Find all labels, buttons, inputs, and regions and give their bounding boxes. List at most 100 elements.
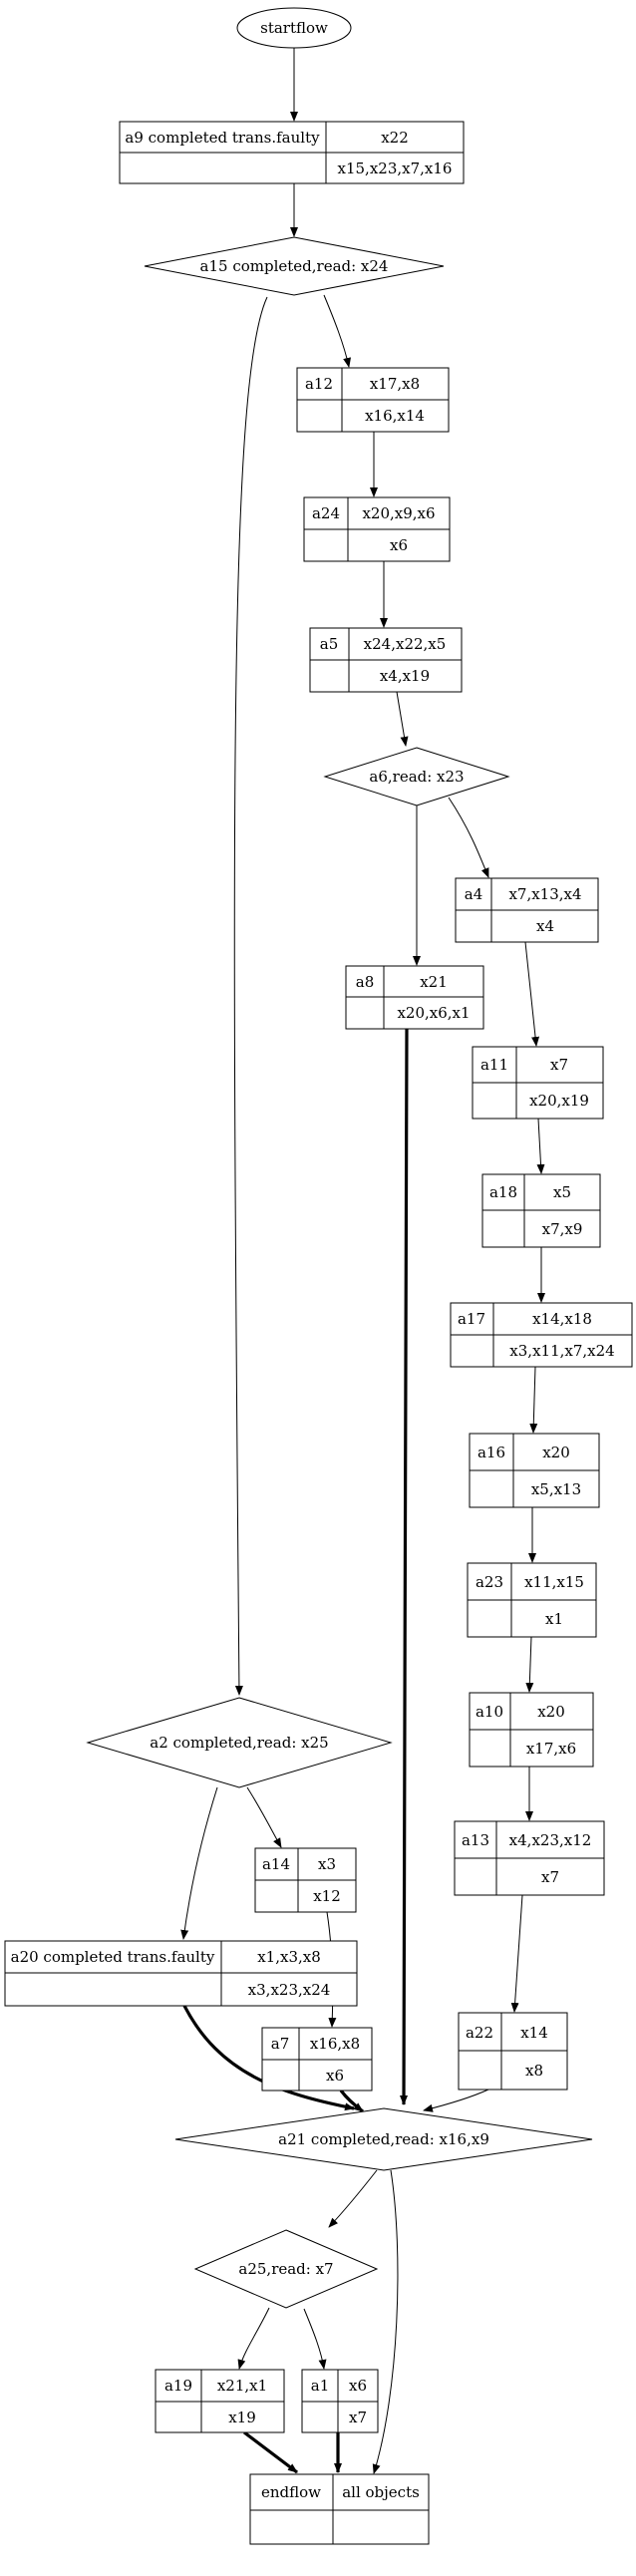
activity-writes: x17,x6	[526, 1740, 576, 1758]
activity-name: a11	[480, 1056, 508, 1074]
activity-reads: x21,x1	[217, 2377, 267, 2395]
edge-a7-a21	[339, 2090, 364, 2113]
activity-reads: x7	[550, 1056, 568, 1074]
activity-reads: x20,x9,x6	[362, 504, 435, 522]
edges	[180, 48, 545, 2474]
edge-a19-end	[243, 2430, 298, 2474]
decision-a25-label: a25,read: x7	[238, 2260, 333, 2278]
edge-a21-end	[372, 2169, 399, 2474]
decision-a2-shape	[86, 1697, 393, 1788]
start-label: startflow	[260, 19, 328, 37]
activity-name: a14	[262, 1855, 290, 1873]
activity-reads: x20	[537, 1703, 565, 1721]
edge-a13-a22	[510, 1894, 523, 2013]
activity-reads: x16,x8	[310, 2035, 360, 2053]
activity-reads: x20	[542, 1444, 570, 1461]
decision-a15-shape	[144, 236, 445, 296]
decision-a21-label: a21 completed,read: x16,x9	[278, 2130, 489, 2148]
decision-a21-shape	[174, 2107, 593, 2171]
activity-a1: a1 x6 x7	[301, 2369, 379, 2433]
activity-name: a17	[458, 1310, 485, 1328]
activity-name: a5	[320, 635, 339, 653]
activity-a23: a23 x11,x15 x1	[467, 1562, 597, 1638]
activity-reads: x21	[420, 973, 448, 991]
activity-reads: x24,x22,x5	[364, 635, 447, 653]
start-node: startflow	[236, 7, 352, 49]
edge-a17-a16	[529, 1366, 538, 1434]
activity-reads: x6	[349, 2377, 367, 2395]
activity-name: a23	[476, 1573, 503, 1591]
decision-a15-label: a15 completed,read: x24	[200, 257, 389, 275]
activity-name: a18	[489, 1183, 517, 1201]
activity-a19: a19 x21,x1 x19	[155, 2369, 285, 2433]
decision-a2: a2 completed,read: x25	[86, 1697, 393, 1788]
activity-a14: a14 x3 x12	[254, 1847, 357, 1913]
activity-name: a9 completed trans.faulty	[125, 129, 320, 147]
activity-writes: x7	[541, 1868, 559, 1886]
decision-a25: a25,read: x7	[193, 2229, 379, 2309]
activity-writes: x7,x9	[542, 1220, 583, 1238]
activity-reads: x1,x3,x8	[257, 1948, 321, 1966]
edge-a25-a1	[303, 2308, 327, 2370]
decision-a21: a21 completed,read: x16,x9	[174, 2107, 593, 2171]
activity-name: a1	[311, 2377, 330, 2395]
activity-writes: x1	[545, 1610, 563, 1628]
activity-a5: a5 x24,x22,x5 x4,x19	[309, 627, 463, 693]
activity-name: a13	[462, 1831, 489, 1849]
end-node: endflow all objects	[249, 2473, 430, 2545]
activity-reads: x3	[318, 1855, 336, 1873]
activity-writes: x4	[536, 917, 554, 935]
activity-a10: a10 x20 x17,x6	[469, 1692, 594, 1768]
activity-a22: a22 x14 x8	[458, 2012, 568, 2091]
edge-a15-a2	[233, 296, 268, 1696]
edge-a21-a25	[328, 2169, 378, 2228]
activity-a18: a18 x5 x7,x9	[481, 1173, 601, 1248]
activity-writes: x3,x11,x7,x24	[509, 1342, 614, 1360]
activity-a12: a12 x17,x8 x16,x14	[296, 367, 450, 433]
edge-a4-a11	[524, 941, 540, 1047]
edge-a5-a6	[396, 691, 409, 747]
edge-a2-a20	[180, 1786, 218, 1940]
activity-name: a10	[476, 1703, 503, 1721]
activity-writes: x3,x23,x24	[248, 1981, 331, 1999]
activity-name: a7	[271, 2035, 290, 2053]
activity-writes: x7	[349, 2409, 367, 2426]
activity-writes: x8	[525, 2062, 543, 2080]
activity-writes: x12	[313, 1887, 341, 1905]
activity-writes: x20,x19	[529, 1092, 589, 1110]
decision-a25-shape	[193, 2229, 379, 2309]
end-reads: all objects	[342, 2483, 420, 2501]
start-ellipse	[236, 7, 352, 49]
activity-reads: x17,x8	[370, 375, 420, 393]
activity-writes: x16,x14	[365, 407, 425, 425]
activity-name: a16	[477, 1444, 505, 1461]
activity-reads: x22	[381, 129, 409, 147]
activity-a24: a24 x20,x9,x6 x6	[303, 496, 451, 562]
activity-writes: x6	[326, 2067, 344, 2085]
edge-a20-a21	[182, 2005, 355, 2111]
activity-a9: a9 completed trans.faulty x22 x15,x23,x7…	[119, 121, 465, 184]
edge-a8-a21	[400, 1028, 409, 2105]
activity-a13: a13 x4,x23,x12 x7	[454, 1820, 605, 1896]
edge-a15-a12	[323, 294, 351, 368]
edge-a6-a4	[448, 797, 489, 878]
decision-a6: a6,read: x23	[323, 747, 510, 806]
activity-a11: a11 x7 x20,x19	[472, 1046, 604, 1120]
activity-reads: x11,x15	[524, 1573, 584, 1591]
activity-reads: x14,x18	[532, 1310, 592, 1328]
activity-a4: a4 x7,x13,x4 x4	[455, 877, 599, 943]
edge-a25-a19	[237, 2307, 270, 2370]
activity-name: a8	[356, 973, 375, 991]
activity-writes: x20,x6,x1	[397, 1004, 470, 1022]
activity-reads: x7,x13,x4	[508, 885, 581, 903]
activity-a7: a7 x16,x8 x6	[261, 2027, 373, 2092]
activity-a8: a8 x21 x20,x6,x1	[345, 965, 484, 1030]
activity-writes: x6	[390, 536, 408, 554]
activity-a17: a17 x14,x18 x3,x11,x7,x24	[450, 1302, 633, 1368]
edge-a2-a14	[246, 1786, 282, 1848]
edge-a11-a18	[536, 1118, 545, 1174]
activity-a16: a16 x20 x5,x13	[469, 1433, 600, 1508]
activity-writes: x19	[228, 2409, 256, 2426]
decision-a6-label: a6,read: x23	[369, 768, 464, 786]
